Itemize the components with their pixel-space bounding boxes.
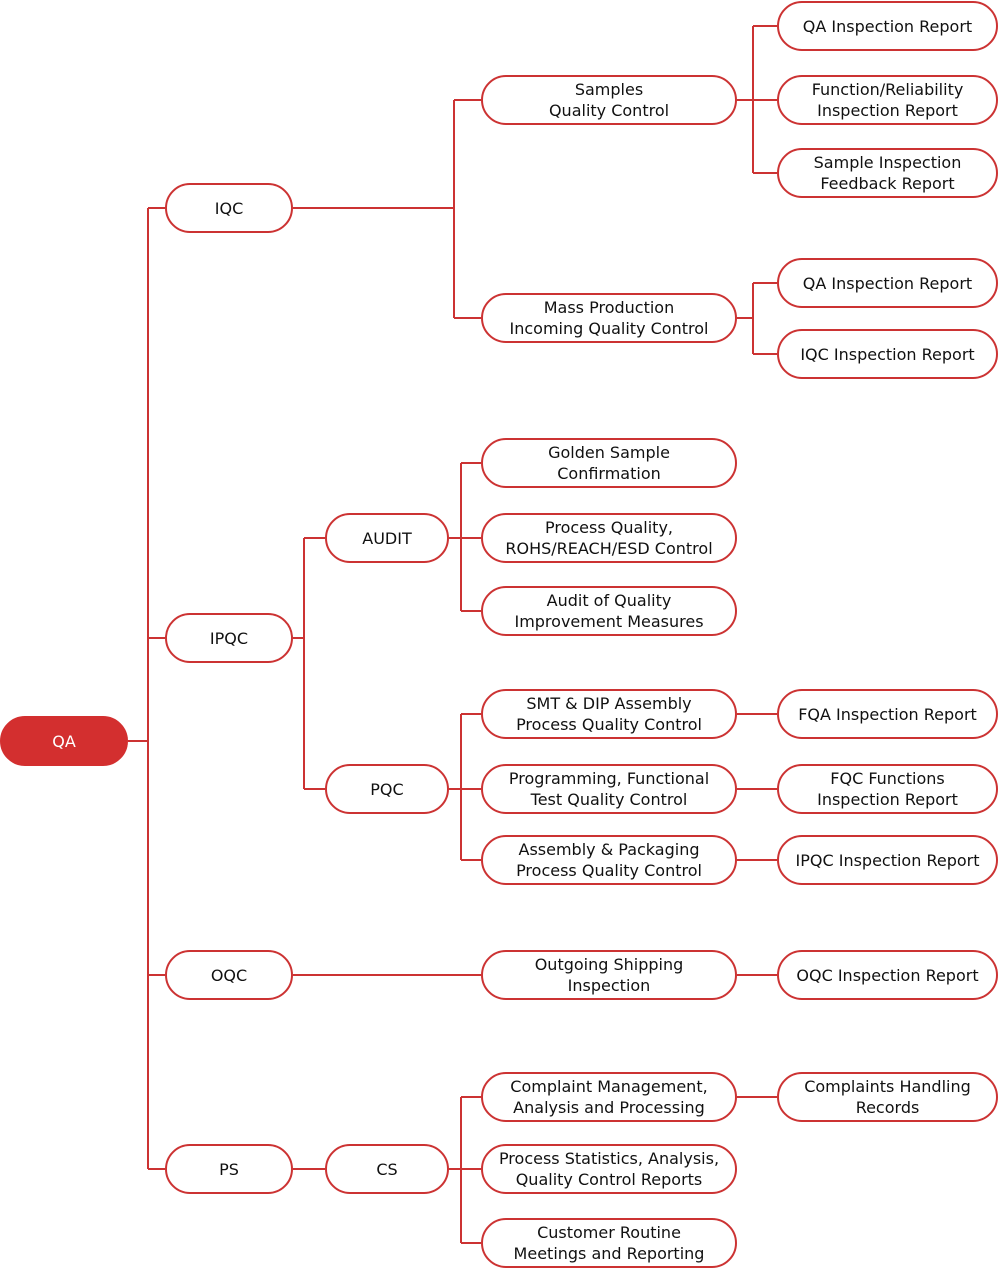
node-oqc-inspection-report: OQC Inspection Report: [777, 950, 998, 1000]
node-qa-inspection-report: QA Inspection Report: [777, 1, 998, 51]
node-ipqc: IPQC: [165, 613, 293, 663]
node-ps: PS: [165, 1144, 293, 1194]
node-cs: CS: [325, 1144, 449, 1194]
node-fqc-functions-inspection-report: FQC Functions Inspection Report: [777, 764, 998, 814]
node-function-reliability-report: Function/Reliability Inspection Report: [777, 75, 998, 125]
node-audit: AUDIT: [325, 513, 449, 563]
node-golden-sample-confirmation: Golden Sample Confirmation: [481, 438, 737, 488]
node-pqc: PQC: [325, 764, 449, 814]
node-iqc-inspection-report: IQC Inspection Report: [777, 329, 998, 379]
node-process-quality-rohs: Process Quality, ROHS/REACH/ESD Control: [481, 513, 737, 563]
node-audit-improvement-measures: Audit of Quality Improvement Measures: [481, 586, 737, 636]
node-samples-quality-control: Samples Quality Control: [481, 75, 737, 125]
node-qa-inspection-report: QA Inspection Report: [777, 258, 998, 308]
connector-group: [128, 25, 777, 1244]
node-oqc: OQC: [165, 950, 293, 1000]
node-smt-dip-assembly: SMT & DIP Assembly Process Quality Contr…: [481, 689, 737, 739]
node-ipqc-inspection-report: IPQC Inspection Report: [777, 835, 998, 885]
node-complaints-handling-records: Complaints Handling Records: [777, 1072, 998, 1122]
node-complaint-management: Complaint Management, Analysis and Proce…: [481, 1072, 737, 1122]
node-programming-functional-test: Programming, Functional Test Quality Con…: [481, 764, 737, 814]
node-assembly-packaging: Assembly & Packaging Process Quality Con…: [481, 835, 737, 885]
node-mass-production-iqc: Mass Production Incoming Quality Control: [481, 293, 737, 343]
node-qa: QA: [0, 716, 128, 766]
node-customer-routine-meetings: Customer Routine Meetings and Reporting: [481, 1218, 737, 1268]
node-sample-inspection-feedback-report: Sample Inspection Feedback Report: [777, 148, 998, 198]
node-fqa-inspection-report: FQA Inspection Report: [777, 689, 998, 739]
node-process-statistics: Process Statistics, Analysis, Quality Co…: [481, 1144, 737, 1194]
node-iqc: IQC: [165, 183, 293, 233]
node-outgoing-shipping-inspection: Outgoing Shipping Inspection: [481, 950, 737, 1000]
